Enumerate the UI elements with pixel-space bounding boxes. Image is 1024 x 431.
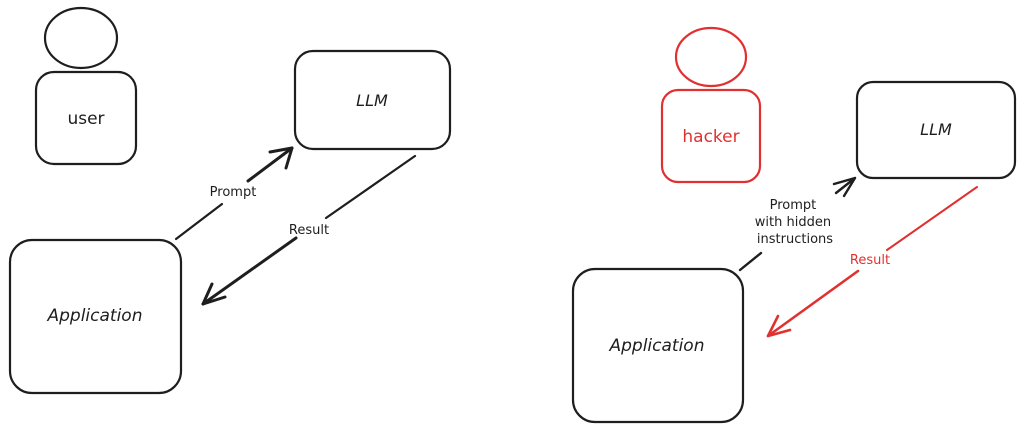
hacker-label: hacker bbox=[682, 127, 739, 147]
application-box bbox=[8, 238, 183, 395]
llm-box bbox=[855, 80, 1017, 180]
user-head bbox=[43, 6, 119, 70]
prompt-arrow: Prompt bbox=[174, 146, 294, 241]
prompt-label-line: with hidden bbox=[755, 215, 831, 230]
application-node: Application bbox=[571, 267, 745, 424]
user-body-box bbox=[34, 70, 138, 166]
application-box bbox=[571, 267, 745, 424]
hacker-body-box bbox=[660, 88, 762, 184]
llm-label: LLM bbox=[356, 91, 388, 110]
user-figure: user bbox=[34, 6, 138, 166]
arrowhead-icon bbox=[832, 176, 857, 198]
llm-node: LLM bbox=[855, 80, 1017, 180]
prompt-label-line: Prompt bbox=[770, 198, 817, 213]
result-label: Result bbox=[289, 223, 329, 238]
llm-node: LLM bbox=[293, 49, 452, 151]
arrowhead-icon bbox=[766, 314, 792, 338]
result-arrow: Result bbox=[201, 154, 417, 306]
llm-box bbox=[293, 49, 452, 151]
prompt-label: Prompt with hidden instructions bbox=[755, 198, 835, 247]
application-label: Application bbox=[609, 336, 705, 356]
result-label: Result bbox=[850, 253, 890, 268]
hacker-figure: hacker bbox=[660, 26, 762, 184]
arrowhead-icon bbox=[201, 282, 227, 306]
hacker-head bbox=[674, 26, 748, 88]
right-diagram: hacker LLM Application Prompt with hidde… bbox=[571, 26, 1017, 424]
left-diagram: user LLM Application Prompt Result bbox=[8, 6, 452, 395]
result-arrow: Result bbox=[766, 186, 978, 338]
prompt-label-line: instructions bbox=[757, 232, 833, 247]
prompt-label: Prompt bbox=[210, 185, 257, 200]
application-label: Application bbox=[47, 306, 143, 326]
arrowhead-icon bbox=[268, 146, 294, 170]
llm-label: LLM bbox=[920, 120, 952, 139]
application-node: Application bbox=[8, 238, 183, 395]
user-label: user bbox=[67, 109, 104, 129]
prompt-arrow: Prompt with hidden instructions bbox=[738, 176, 857, 272]
